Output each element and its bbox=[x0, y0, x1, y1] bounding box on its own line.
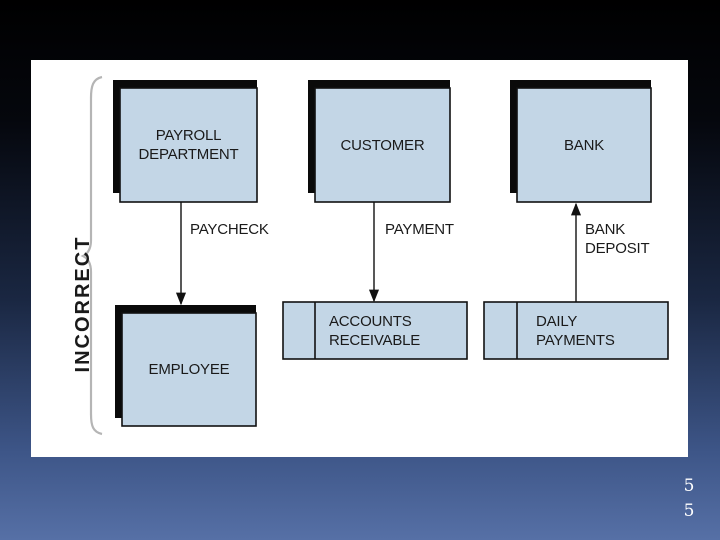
entity-employee bbox=[115, 305, 257, 427]
data-store-daily-payments bbox=[483, 301, 669, 360]
incorrect-label: INCORRECT bbox=[72, 235, 94, 373]
diagram-panel: INCORRECT PAYROLL DEPARTMENT CUSTOMER BA… bbox=[31, 60, 688, 457]
entity-customer bbox=[308, 80, 451, 203]
flow-label-payment: PAYMENT bbox=[385, 221, 454, 238]
entity-label-employee: EMPLOYEE bbox=[148, 361, 230, 378]
entity-label-customer: CUSTOMER bbox=[340, 137, 425, 154]
store-label-accounts-receivable: ACCOUNTS RECEIVABLE bbox=[329, 313, 421, 349]
data-store-accounts-receivable bbox=[282, 301, 468, 360]
page-number: 55 bbox=[683, 476, 695, 521]
brace-shape bbox=[80, 75, 103, 436]
flow-label-paycheck: PAYCHECK bbox=[190, 221, 269, 238]
dfd-diagram bbox=[80, 75, 669, 436]
store-label-daily-payments: DAILY PAYMENTS bbox=[536, 313, 615, 349]
entity-payroll-department bbox=[113, 80, 258, 203]
flow-label-bank-deposit: BANK DEPOSIT bbox=[585, 221, 650, 257]
entity-bank bbox=[510, 80, 652, 203]
entity-label-payroll-department: PAYROLL DEPARTMENT bbox=[138, 127, 239, 163]
entity-label-bank: BANK bbox=[563, 137, 605, 154]
